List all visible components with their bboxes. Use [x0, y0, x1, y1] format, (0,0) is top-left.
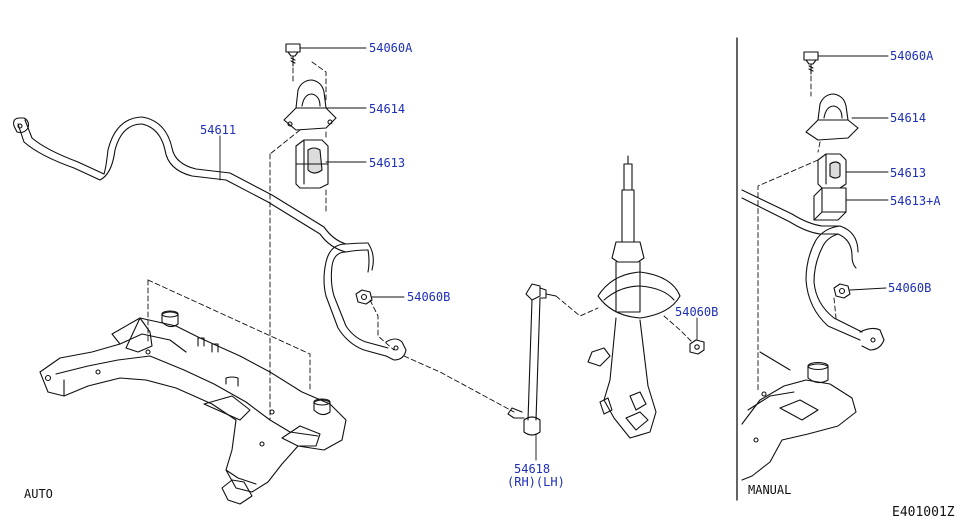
manual-bracket	[805, 93, 859, 141]
auto-bracket	[283, 79, 337, 131]
callout-link: 54618	[514, 462, 551, 476]
section-label-auto: AUTO	[24, 487, 53, 501]
strut-nut	[689, 339, 705, 355]
callout-auto-bolt: 54060A	[369, 41, 413, 55]
manual-nut	[833, 283, 851, 299]
callout-stabilizer-bar: 54611	[200, 123, 237, 137]
auto-guide-lines	[147, 61, 515, 421]
strut-assembly	[587, 155, 681, 439]
auto-rubber-bushing	[295, 139, 329, 189]
callout-link-side: (RH)(LH)	[507, 475, 565, 489]
front-subframe	[39, 310, 347, 505]
figure-id: E401001Z	[892, 505, 955, 520]
callout-manual-nut: 54060B	[888, 281, 932, 295]
callout-strut-nut: 54060B	[675, 305, 719, 319]
callout-manual-bolt: 54060A	[890, 49, 934, 63]
link-guide-lines	[555, 295, 693, 343]
auto-bolt	[285, 43, 301, 67]
stabilizer-link	[507, 283, 557, 436]
callout-manual-bushing-a: 54613+A	[890, 194, 941, 208]
auto-nut	[355, 289, 373, 305]
callout-manual-bushing: 54613	[890, 166, 927, 180]
manual-stabilizer-bar	[741, 189, 885, 351]
section-label-manual: MANUAL	[748, 483, 792, 497]
leader-lines	[219, 47, 889, 461]
manual-guide-lines	[757, 75, 837, 391]
manual-rubber-bushing	[817, 153, 847, 189]
stabilizer-bar	[13, 116, 407, 361]
callout-auto-bracket: 54614	[369, 102, 406, 116]
manual-bolt	[803, 51, 819, 75]
callout-auto-nut: 54060B	[407, 290, 451, 304]
callout-auto-bushing: 54613	[369, 156, 406, 170]
manual-bushing-a	[813, 187, 847, 221]
callout-manual-bracket: 54614	[890, 111, 927, 125]
manual-subframe	[741, 351, 857, 481]
